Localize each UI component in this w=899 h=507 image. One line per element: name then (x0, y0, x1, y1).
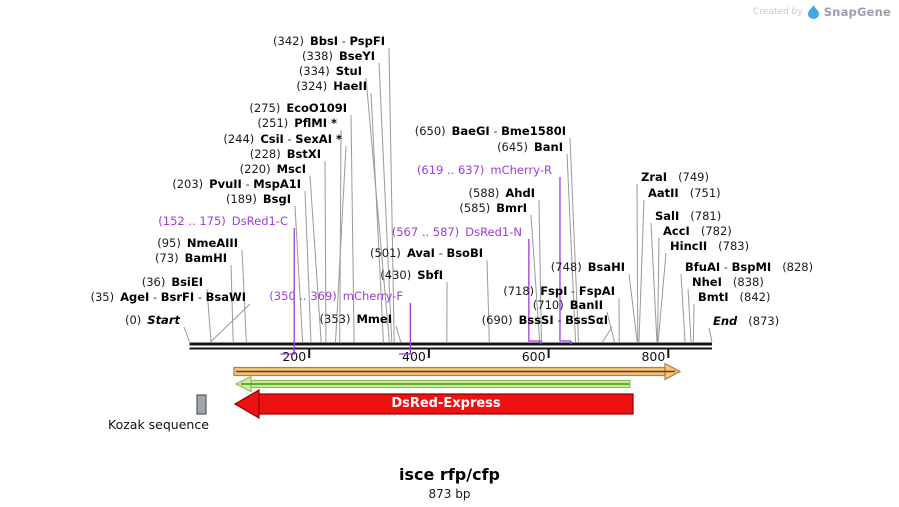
leader-line (636, 183, 639, 343)
leader-line (370, 92, 384, 343)
leader-line (530, 214, 541, 343)
kozak-sequence-label: Kozak sequence (108, 417, 209, 432)
leader-line (538, 199, 542, 343)
leader-line (569, 137, 580, 343)
credit-brand: SnapGene (823, 5, 891, 19)
leader-line (650, 222, 658, 343)
leader-line (378, 62, 393, 343)
feature-bracket (280, 228, 295, 355)
feature-bracket (398, 303, 411, 355)
leader-line (206, 288, 212, 343)
leader-line (657, 252, 667, 343)
leader-line (350, 114, 355, 343)
leader-line (486, 259, 490, 343)
snapgene-credit: Created by SnapGene (753, 5, 891, 19)
ruler-tick-label: 200 (282, 349, 306, 364)
leader-line (708, 327, 713, 343)
leader-line (602, 326, 613, 343)
leader-line (324, 160, 327, 343)
leader-line (339, 129, 342, 343)
leader-line (606, 311, 615, 343)
snapgene-logo-icon (807, 5, 819, 19)
dsred-express-label: DsRed-Express (391, 396, 501, 411)
leader-line (566, 153, 577, 343)
title-block: isce rfp/cfp 873 bp (0, 465, 899, 501)
leader-line (692, 303, 695, 343)
leader-line (657, 237, 660, 343)
leader-line (294, 205, 304, 343)
leader-line (388, 47, 395, 343)
leader-line (638, 199, 645, 343)
leader-line (687, 288, 692, 343)
construct-title: isce rfp/cfp (399, 465, 500, 484)
ruler-tick-label: 400 (402, 349, 426, 364)
feature-bracket (559, 177, 572, 344)
leader-line (680, 273, 686, 343)
leader-line (365, 77, 390, 343)
leader-line (395, 325, 402, 343)
leader-line (210, 303, 251, 343)
ruler-tick-label: 800 (641, 349, 665, 364)
leader-line (335, 145, 347, 343)
construct-length: 873 bp (428, 487, 471, 501)
feature-bracket (528, 239, 542, 344)
leader-line (628, 273, 638, 343)
ruler-tick-label: 600 (522, 349, 546, 364)
kozak-box (196, 394, 207, 415)
dsred-express-arrow-head (233, 388, 260, 420)
leader-line (230, 264, 234, 343)
leader-line (183, 326, 190, 343)
leader-line (309, 175, 322, 343)
credit-prefix: Created by (753, 7, 803, 17)
leader-line (241, 249, 247, 343)
leader-line (304, 190, 312, 343)
